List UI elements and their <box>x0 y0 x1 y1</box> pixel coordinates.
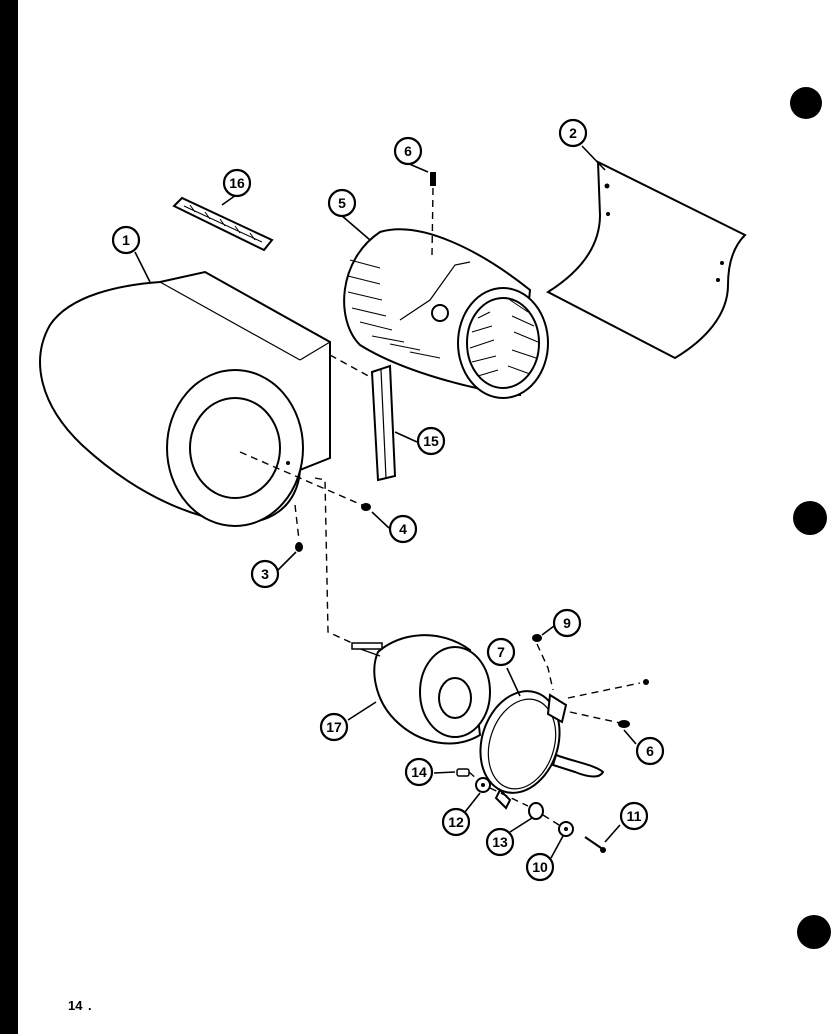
callout-3: 3 <box>250 559 280 589</box>
binder-hole-top <box>790 87 822 119</box>
svg-text:16: 16 <box>229 175 245 191</box>
cutoff-cover <box>545 160 747 360</box>
svg-text:6: 6 <box>646 743 654 759</box>
svg-text:12: 12 <box>448 814 464 830</box>
callout-1: 1 <box>111 225 141 255</box>
svg-text:6: 6 <box>404 143 412 159</box>
assembly-lines <box>239 187 641 826</box>
callout-17: 17 <box>319 712 349 742</box>
page-number: 14 <box>68 998 83 1013</box>
motor-mount-band <box>479 690 605 810</box>
fastener-8 <box>618 720 630 728</box>
callout-6-top: 6 <box>393 136 423 166</box>
svg-text:7: 7 <box>497 644 505 660</box>
screw-3 <box>295 542 303 552</box>
svg-text:3: 3 <box>261 566 269 582</box>
svg-text:14: 14 <box>411 764 427 780</box>
svg-text:11: 11 <box>627 808 642 824</box>
cutoff-plate <box>172 196 274 252</box>
washer-10 <box>558 821 574 837</box>
svg-text:17: 17 <box>326 719 342 735</box>
callout-12: 12 <box>441 807 471 837</box>
fastener-top-right <box>643 679 649 685</box>
fastener-14 <box>456 768 470 777</box>
washer-12 <box>475 777 491 793</box>
blower-housing <box>39 270 331 527</box>
svg-text:10: 10 <box>532 859 548 875</box>
callout-15: 15 <box>416 426 446 456</box>
svg-text:15: 15 <box>423 433 439 449</box>
callout-7: 7 <box>486 637 516 667</box>
callout-4: 4 <box>388 514 418 544</box>
fastener-9 <box>532 634 542 642</box>
callout-11: 11 <box>619 801 649 831</box>
bushing-13 <box>528 802 544 820</box>
callout-14: 14 <box>404 757 434 787</box>
blower-wheel <box>343 228 549 399</box>
svg-text:9: 9 <box>563 615 571 631</box>
svg-text:4: 4 <box>399 521 407 537</box>
svg-text:5: 5 <box>338 195 346 211</box>
binder-hole-bottom <box>797 915 831 949</box>
binder-hole-middle <box>793 501 827 535</box>
callout-9: 9 <box>552 608 582 638</box>
bolt-11 <box>584 836 606 853</box>
diagram-sheet <box>18 0 832 1034</box>
leader-lines <box>134 145 637 859</box>
callout-5: 5 <box>327 188 357 218</box>
page-number-period: . <box>88 998 92 1013</box>
svg-text:1: 1 <box>122 232 130 248</box>
screw-4 <box>361 503 371 511</box>
callout-16: 16 <box>222 168 252 198</box>
screw-top <box>430 172 436 186</box>
svg-text:2: 2 <box>569 125 577 141</box>
mounting-bracket <box>370 364 397 482</box>
blower-motor <box>351 634 491 745</box>
callout-2: 2 <box>558 118 588 148</box>
callout-13: 13 <box>485 827 515 857</box>
callout-6-bottom: 6 <box>635 736 665 766</box>
svg-text:13: 13 <box>492 834 508 850</box>
callout-10: 10 <box>525 852 555 882</box>
